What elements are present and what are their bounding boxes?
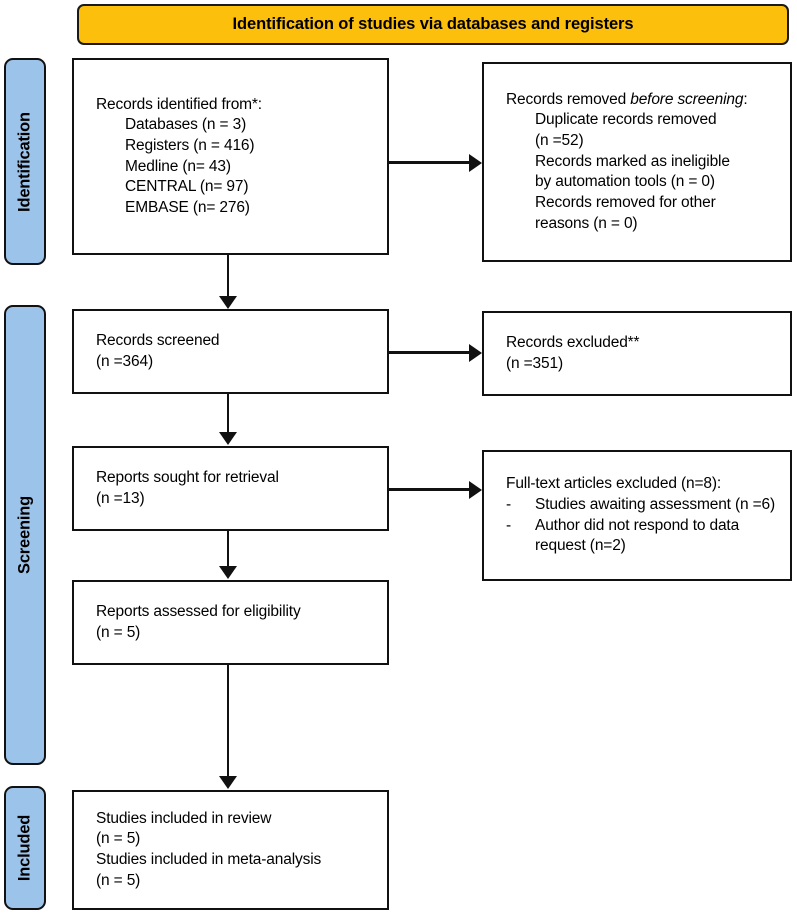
arrowhead-sought-to-assessed (218, 566, 237, 579)
records-removed-heading-text: Records removed (506, 90, 631, 108)
fulltext-excluded-bullet-1: - Studies awaiting assessment (n =6) (506, 495, 790, 516)
records-removed-duplicate-label: Duplicate records removed (535, 111, 717, 129)
records-excluded-count: (n =351) (506, 354, 563, 372)
studies-included-review-count: (n = 5) (96, 830, 141, 848)
box-records-removed: Records removed before screening: Duplic… (482, 62, 792, 262)
fulltext-excluded-bullet-1-text: Studies awaiting assessment (n =6) (535, 495, 776, 513)
diagram-header-banner: Identification of studies via databases … (77, 4, 789, 45)
stage-label-included: Included (15, 814, 34, 882)
connector-sought-to-assessed (226, 531, 229, 567)
stage-label-screening: Screening (15, 496, 34, 574)
arrowhead-assessed-to-included (218, 776, 237, 789)
arrowhead-identified-to-screened (218, 296, 237, 309)
connector-screened-to-sought (226, 394, 229, 433)
stage-bar-identification: Identification (4, 58, 46, 265)
records-excluded-label: Records excluded** (506, 333, 640, 351)
fulltext-excluded-bullet-2-text: Author did not respond to data request (… (535, 516, 740, 555)
connector-identified-to-screened (226, 255, 229, 297)
records-identified-item-embase: EMBASE (n= 276) (125, 198, 250, 216)
box-records-screened: Records screened (n =364) (72, 309, 389, 394)
records-identified-item-central: CENTRAL (n= 97) (125, 178, 249, 196)
connector-sought-to-fulltext-excluded (389, 488, 469, 491)
box-studies-included: Studies included in review (n = 5) Studi… (72, 790, 389, 910)
connector-screened-to-excluded (389, 351, 469, 354)
records-removed-ineligible-count: by automation tools (n = 0) (535, 173, 715, 191)
stage-bar-screening: Screening (4, 305, 46, 765)
studies-included-review-label: Studies included in review (96, 809, 272, 827)
reports-assessed-label: Reports assessed for eligibility (96, 602, 301, 620)
reports-assessed-count: (n = 5) (96, 623, 141, 641)
box-records-identified: Records identified from*: Databases (n =… (72, 58, 389, 255)
records-removed-duplicate-count: (n =52) (535, 132, 584, 150)
box-records-excluded: Records excluded** (n =351) (482, 311, 792, 396)
reports-sought-label: Reports sought for retrieval (96, 468, 279, 486)
studies-included-meta-count: (n = 5) (96, 871, 141, 889)
records-identified-item-medline: Medline (n= 43) (125, 157, 231, 175)
records-removed-other-label: Records removed for other (535, 193, 716, 211)
records-identified-item-databases: Databases (n = 3) (125, 116, 247, 134)
arrowhead-sought-to-fulltext-excluded (469, 480, 482, 499)
box-fulltext-articles-excluded: Full-text articles excluded (n=8): - Stu… (482, 450, 792, 581)
stage-bar-included: Included (4, 786, 46, 910)
records-removed-heading: Records removed before screening: (506, 90, 790, 111)
box-reports-sought: Reports sought for retrieval (n =13) (72, 446, 389, 531)
records-identified-item-registers: Registers (n = 416) (125, 136, 255, 154)
dash-bullet-icon: - (506, 495, 512, 513)
arrowhead-screened-to-sought (218, 432, 237, 445)
stage-label-identification: Identification (15, 111, 34, 212)
reports-sought-count: (n =13) (96, 489, 145, 507)
box-reports-assessed: Reports assessed for eligibility (n = 5) (72, 580, 389, 665)
arrowhead-screened-to-excluded (469, 343, 482, 362)
diagram-title: Identification of studies via databases … (232, 15, 634, 34)
records-screened-label: Records screened (96, 331, 220, 349)
records-removed-ineligible-label: Records marked as ineligible (535, 152, 730, 170)
records-screened-count: (n =364) (96, 352, 153, 370)
records-removed-other-count: reasons (n = 0) (535, 214, 638, 232)
arrowhead-identified-to-removed (469, 153, 482, 172)
fulltext-excluded-heading: Full-text articles excluded (n=8): (506, 475, 722, 493)
records-removed-heading-emphasis: before screening (630, 90, 744, 108)
fulltext-excluded-bullet-2: - Author did not respond to data request… (506, 516, 790, 557)
connector-identified-to-removed (389, 161, 469, 164)
dash-bullet-icon: - (506, 516, 512, 534)
connector-assessed-to-included (226, 665, 229, 777)
records-identified-heading: Records identified from*: (96, 95, 262, 113)
studies-included-meta-label: Studies included in meta-analysis (96, 851, 322, 868)
records-removed-heading-colon: : (743, 90, 748, 108)
